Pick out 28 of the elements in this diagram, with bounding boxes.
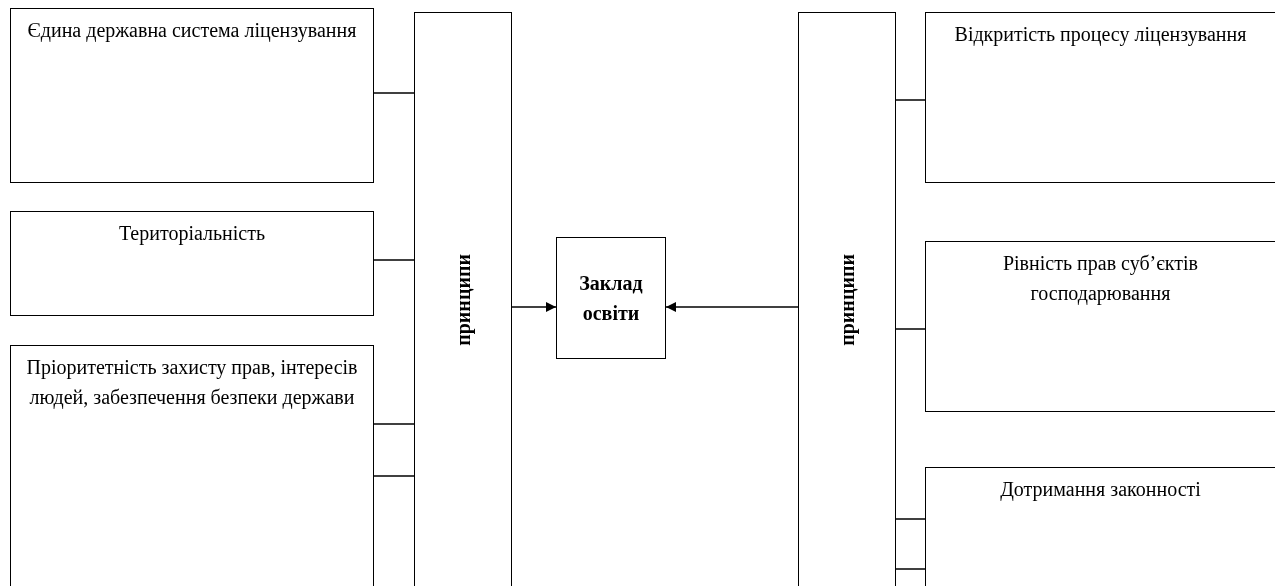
connector-line (895, 518, 926, 520)
node-label: Заклад освіти (578, 271, 644, 326)
arrow (511, 302, 557, 312)
node-label: Єдина державна система ліцензування (27, 19, 357, 41)
vertical-band (798, 12, 896, 586)
node-label: Пріоритетність захисту прав, інтересів людей, забезпечення безпеки держави (26, 356, 358, 408)
process-box (925, 467, 1275, 586)
node-label: Територіальність (118, 222, 266, 244)
connector-line (373, 92, 415, 94)
node-label: принципи (835, 253, 860, 346)
vertical-band (414, 12, 512, 586)
node-label: Дотримання законності (1000, 478, 1201, 500)
process-box (925, 12, 1275, 183)
process-box (10, 345, 374, 586)
node-label: Рівність прав суб’єктів господарювання (1002, 252, 1199, 304)
process-box (556, 237, 666, 359)
process-box (925, 241, 1275, 412)
process-box (10, 211, 374, 316)
connector-line (895, 328, 926, 330)
node-label: Відкритість процесу ліцензування (954, 23, 1247, 45)
node-label: принципи (451, 253, 476, 346)
connector-line (895, 568, 926, 570)
arrow (665, 302, 799, 312)
process-box (10, 8, 374, 183)
connector-line (373, 423, 415, 425)
connector-line (373, 259, 415, 261)
connector-line (373, 475, 415, 477)
connector-line (895, 99, 926, 101)
